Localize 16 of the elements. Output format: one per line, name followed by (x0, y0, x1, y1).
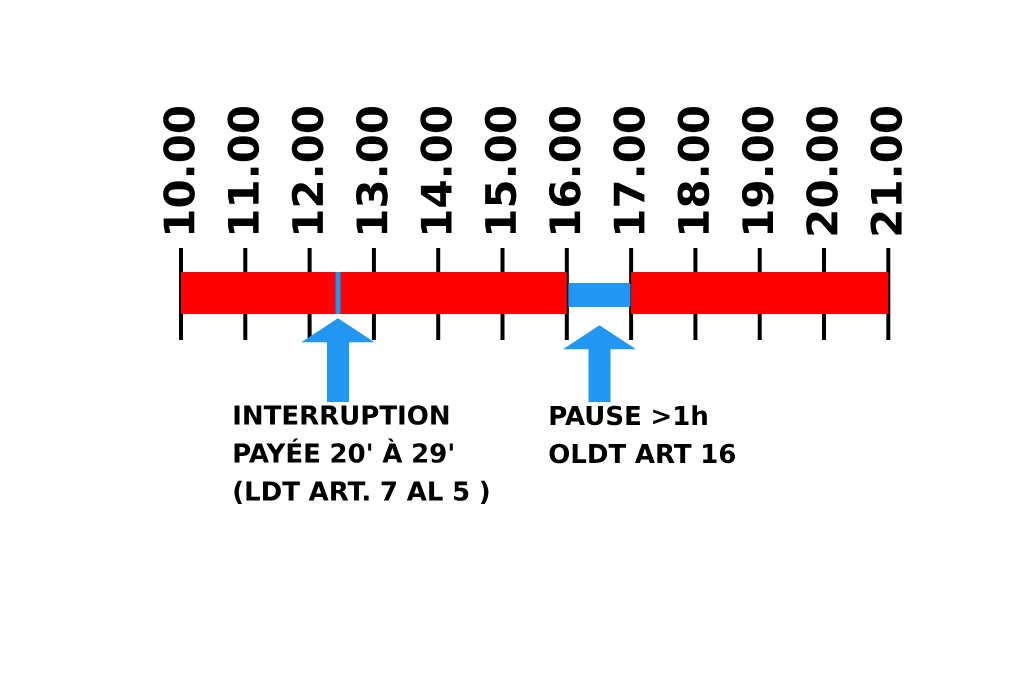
time-label: 19.00 (741, 106, 774, 234)
time-label: 20.00 (806, 106, 838, 235)
time-label: 17.00 (613, 106, 645, 234)
time-label: 10.00 (163, 106, 195, 234)
time-label: 18.00 (677, 106, 710, 234)
time-label: 16.00 (548, 106, 581, 234)
time-label: 11.00 (227, 106, 260, 234)
note-text: PAUSE >1h OLDT ART 16 (549, 405, 735, 464)
time-label: 12.00 (291, 106, 324, 234)
interruption-mark (335, 272, 341, 314)
note-text: INTERRUPTION PAYÉE 20' À 29' (LDT ART. 7 AL 5 ) (234, 405, 489, 504)
time-label: 14.00 (420, 106, 453, 234)
pause-bar (568, 283, 631, 307)
time-label: 15.00 (484, 106, 517, 234)
time-label: 13.00 (356, 106, 388, 234)
time-label: 21.00 (870, 106, 903, 235)
